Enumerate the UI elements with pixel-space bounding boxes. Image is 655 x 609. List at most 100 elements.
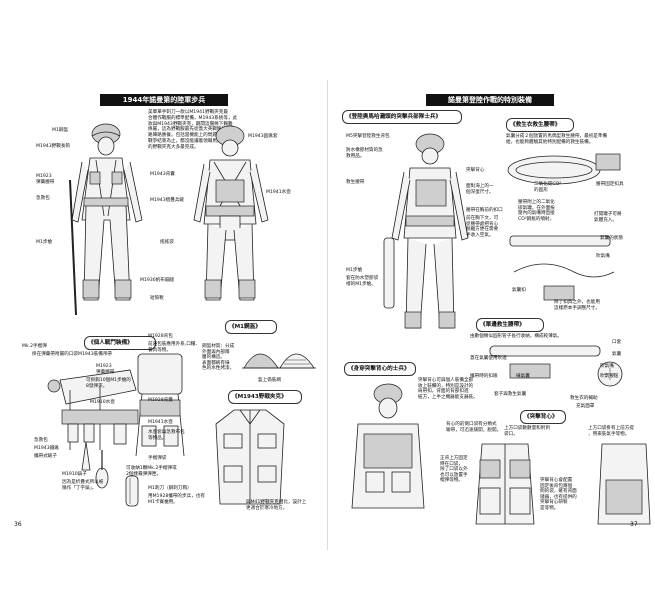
label-mouthpiece: 口套 [612, 340, 622, 345]
label-m1928-harness: M1928背囊 [148, 398, 173, 403]
label-bayonet-desc: 用M1928攜帶的步兵，也有 M1卡賓槍用。 [148, 494, 205, 505]
label-float-bag: 氣囊 [612, 352, 622, 357]
label-straps: 攜帶時的扣眼 [470, 374, 498, 379]
vest-header-frame [520, 410, 566, 424]
label-vest-desc: 面對海上的一 個深蛋尺寸。 [466, 184, 494, 195]
beltrig-illustration [489, 345, 623, 387]
vest-mid-desc: 正背上方固定 時在口袋， 除了口袋以外 也可以放置手 榴彈等物。 [440, 456, 468, 484]
label-co2: 二氧化碳CO² 的圓形 [534, 182, 562, 193]
jacket-header-frame [228, 390, 302, 404]
lifebelt-header-frame [506, 118, 574, 132]
beltrig-header: 《單邊救生腰帶》 [480, 322, 525, 328]
vest-top-desc: 上方口袋數數量和附到 袋口。 [504, 426, 550, 437]
vest-front-illustration [475, 443, 535, 525]
label-m1-helmet: M1鋼盔 [52, 128, 69, 133]
vest-back-illustration [597, 443, 651, 525]
helmet-header: 《M1鋼盔》 [229, 324, 261, 330]
label-first-aid-2: 急救包 [34, 438, 48, 443]
label-bedroll: 搖搖袋 [160, 240, 174, 245]
label-pipe: 蓋在氣囊使用吹進 [470, 356, 507, 361]
label-pull-tab: 打開罐子可將 氣體充入。 [594, 212, 622, 223]
label-green-bag: 綠氣囊 [516, 374, 530, 379]
label-valve-button: 吹氣按鈕 [600, 374, 619, 379]
label-belt-buckle: 氣囊扣 [512, 288, 526, 293]
label-m1-rifle-right: M1步槍 [346, 268, 363, 273]
label-m1943-shovel: M1943摺疊兵鏟 [150, 198, 185, 203]
label-m1943-boots: M1943野戰長筒 [36, 144, 71, 149]
jacket-desc: 與M41野戰夾克相比，設計上 更適合於寒冷地方。 [246, 500, 307, 511]
lifebelt-illustration [507, 153, 621, 301]
jacket-header: 《M1943野戰夾克》 [232, 394, 287, 400]
soldier-front-illustration [69, 123, 143, 316]
label-belt-fastener: 腰帶固定扣具 [596, 182, 624, 187]
label-inflate: 氣囊的狀態 [600, 236, 623, 241]
label-m1941-canteen: M1941水壺 [266, 190, 291, 195]
label-web-desc: 可掛鉤10個M1步槍的 8發彈夾。 [86, 378, 131, 389]
label-m1928-pack: M1928背包 [148, 334, 173, 339]
lifebelt-header: 《救生衣救生腰帶》 [510, 122, 561, 128]
vest-header: 《突擊背心》 [524, 414, 558, 420]
helmet-liner-label: 盔上偽裝網 [258, 378, 281, 383]
vest-rear-desc: 突擊背心會配置 固定後背包兩個 側的袋，確有背面 鏈器，也有提供的 突擊背心研製… [540, 478, 577, 511]
label-m5-desc: 防水橡膠材質的急 救用品。 [346, 148, 383, 159]
label-m1-bayonet: M1刺刀（鋼刺刀鞘） [148, 486, 192, 491]
label-canister: 腰帶附上的二氧化 碳氣罐，在外面按 壓內的氣嘴時直接 CO²鋼瓶的噴射。 [518, 200, 555, 222]
label-belt-strap: 腰帶在胸前的扣口 [466, 208, 503, 213]
soldier-back-illustration [193, 125, 269, 301]
label-pick-desc: 因為是折疊式所以被 稱作「丁字鎬」。 [62, 480, 104, 491]
page-gutter [327, 80, 328, 550]
label-m1941-bayonet: M1941水壺 [148, 420, 173, 425]
label-pack-desc: 前邊包裝應用外系,口糧、 餐具等物。 [148, 342, 200, 353]
label-first-aid: 急救包 [36, 196, 50, 201]
label-m1-rifle: M1步槍 [36, 240, 53, 245]
label-flotation: 套子與救生氣囊 [494, 392, 527, 397]
label-tube: 吹氣嘴 [596, 254, 610, 259]
jacket-illustration [215, 409, 285, 505]
label-m1910-canteen: M1910水壺 [90, 400, 115, 405]
label-m1943-pack: M1943背囊 [150, 172, 175, 177]
label-pouch: 掛在彈藥帶附屬的口袋 [32, 352, 78, 357]
label-mask: 充氣面罩 [576, 404, 595, 409]
combat-gear-header-frame [84, 336, 156, 350]
label-lock: 吹氣嘴 [600, 364, 614, 369]
label-mk2-desc: 可收納1顆Mk.2手榴彈或 2個煙霧彈彈匣。 [126, 466, 177, 477]
label-assault-vest: 突擊背心 [466, 168, 485, 173]
assault-soldier-illustration [351, 383, 425, 509]
label-mk2: Mk.2手榴彈 [22, 344, 47, 349]
para-header-frame [342, 110, 462, 124]
label-knife-desc: 水壺套與急救布包 等物品。 [148, 430, 185, 441]
beltrig-desc: 由數個類似圓形管子長行收納，構成較薄氣。 [470, 334, 562, 339]
label-belt-desc2: 除了扣具之外，也能用 這樣原本手調整尺寸。 [554, 300, 600, 311]
label-shovel-carrier: 攜帶式鏟子 [34, 454, 57, 459]
label-m1923-belt: M1923 彈藥腰帶 [36, 174, 55, 185]
label-m1910-pick: M1910鎬子 [62, 472, 87, 477]
label-short-boots: 短筒靴 [150, 296, 164, 301]
label-float-desc: 救生衣的輔助 [570, 396, 598, 401]
label-m1923-cart-belt: M1923 彈藥腰帶 [96, 364, 115, 375]
helmet-desc: 鋼盔材質：分成 外面與內部兩 層的構造。 表面都刷有綠 色的水性烤漆。 [202, 344, 235, 372]
beltrig-header-frame [476, 318, 544, 332]
right-page-title: 諾曼第登陸作戰的特別裝備 [426, 94, 554, 106]
left-intro-text: 美軍單手刺刀一款以M1941野戰夾克最 合體作戰服的標準配備，M1943系統等，… [148, 110, 238, 150]
helmet-illustration [242, 353, 316, 369]
combat-gear-header: 《個人戰鬥裝備》 [88, 340, 133, 346]
helmet-header-frame [225, 320, 277, 334]
label-m1936-leggings: M1936帆布繃腿 [140, 278, 175, 283]
label-grenade-pouch: 手榴彈袋 [148, 456, 167, 461]
assault-header-frame [344, 362, 416, 376]
label-rifle-desc: 套在防水塑膠袋 裡的M1步槍。 [346, 276, 379, 287]
left-page-number: 36 [14, 521, 22, 528]
assault-desc: 突擊背心可與個人裝備全部 收上裝備的，特別是設計的 肩帶扣，背面的背部扣進 紐方… [418, 378, 478, 400]
lifebelt-desc: 氣囊分成２個放置的馬偶型救生腰帶，最初是準備 給，也能夠體驗其他特別配備的救生裝… [506, 134, 608, 145]
right-page-number: 37 [630, 521, 638, 528]
combat-gear-illustration [47, 369, 139, 489]
label-shovel-cover: M1943圓鍬套 [248, 134, 278, 139]
assault-header: 《身穿突擊背心的士兵》 [348, 366, 410, 372]
para-header: 《登陸奧馬哈灘頭的突擊兵部隊士兵》 [346, 114, 442, 120]
label-life-belt: 救生腰帶 [346, 180, 365, 185]
ranger-soldier-illustration [383, 133, 469, 329]
label-m1943-harness: M1943裝備吊帶 [78, 352, 113, 357]
pack-harness-illustration [125, 353, 185, 507]
vest-left-desc: 背心的前側口袋有分類式 聯帶，可迅速緩開，脫開。 [446, 422, 502, 433]
